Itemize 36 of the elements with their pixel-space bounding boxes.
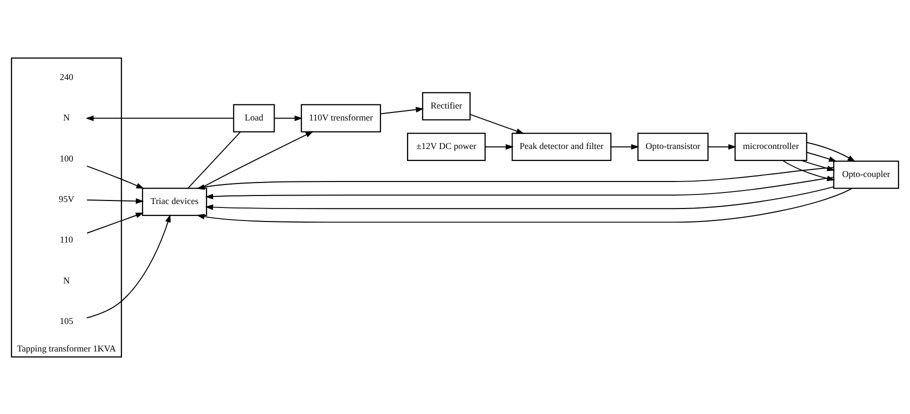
node-box: Opto-transistor [637, 132, 709, 160]
arrow [610, 144, 640, 150]
node-box: Load [233, 104, 275, 132]
arrow [782, 159, 836, 181]
arrow [806, 151, 837, 162]
node-text: 100 [60, 152, 74, 163]
arrow [86, 198, 144, 204]
arrow [86, 214, 171, 318]
arrow [806, 142, 856, 162]
arrow [205, 176, 834, 199]
node-box: Rectifier [422, 92, 471, 120]
node-box: Peak detector and filter [512, 132, 612, 160]
arrow [800, 159, 836, 171]
node-text: 240 [60, 71, 74, 82]
arrow [708, 144, 736, 150]
arrow [86, 165, 144, 188]
arrow [470, 113, 524, 134]
arrow [274, 114, 303, 121]
node-text: N [63, 112, 70, 122]
arrow [196, 166, 834, 190]
arrow [196, 187, 853, 222]
node-text: 105 [60, 315, 74, 326]
node-text: 110 [60, 234, 74, 244]
arrow [484, 144, 514, 150]
node-box: microcontroller [734, 132, 808, 160]
arrow [380, 106, 424, 114]
arrow [205, 186, 834, 210]
node-box: Triac devices [142, 187, 208, 216]
node-text: 95V [58, 193, 74, 204]
node-text: N [63, 274, 70, 285]
arrow [86, 114, 234, 121]
node-box: Opto-coupler [833, 160, 900, 188]
node-box: ±12V DC power [407, 132, 486, 160]
connector [188, 131, 241, 188]
arrow [86, 212, 144, 234]
node-box: 110V trensformer [300, 104, 382, 132]
